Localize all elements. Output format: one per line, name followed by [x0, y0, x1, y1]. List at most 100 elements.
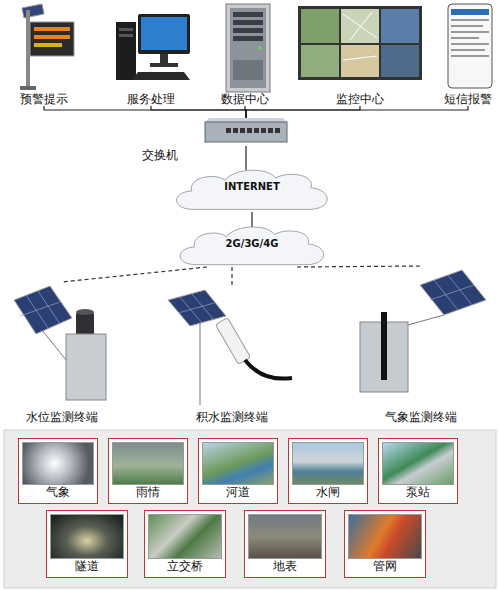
network-link	[251, 212, 252, 227]
weather-sensor-rod	[381, 312, 387, 380]
video-wall	[298, 6, 422, 80]
node-label: 河道	[202, 485, 274, 500]
switch-port	[261, 128, 266, 133]
sign-board	[30, 22, 74, 56]
solar-panel	[14, 286, 72, 334]
switch-port	[268, 128, 273, 133]
probe-cable	[245, 360, 292, 379]
network-link	[231, 267, 232, 288]
server-case	[226, 4, 270, 92]
network-switch	[205, 118, 287, 142]
monitoring-terminal: 水位监测终端	[12, 282, 112, 424]
node-label: 立交桥	[148, 559, 222, 574]
server-slot	[233, 20, 263, 25]
switch-port	[240, 128, 245, 133]
weather-terminal	[360, 270, 486, 392]
sms-line	[451, 55, 489, 57]
wall-frame	[298, 6, 422, 80]
server-vent	[233, 60, 263, 80]
wall-screen	[341, 45, 379, 77]
panel-wire	[404, 315, 444, 326]
wall-screen	[301, 9, 339, 43]
node-label: 预警提示	[5, 92, 83, 106]
equipment-node: 数据中心	[200, 4, 290, 106]
map-road	[343, 12, 377, 60]
phone-body	[448, 4, 492, 88]
server-slot	[233, 28, 263, 33]
network-link	[297, 266, 421, 267]
scene-photo	[248, 514, 322, 559]
switch-port	[254, 128, 259, 133]
scene-photo	[50, 514, 124, 559]
pc-slot	[119, 34, 133, 37]
equipment-node: 预警提示	[5, 4, 83, 106]
node-label: 积水监测终端	[168, 410, 296, 424]
pc-stand	[160, 54, 168, 64]
scene-photo	[382, 442, 454, 485]
sign-pole	[26, 10, 30, 90]
scene-tile: 气象	[18, 438, 98, 504]
scene-photo	[292, 442, 364, 485]
node-label: 气象监测终端	[355, 410, 487, 424]
node-label: 隧道	[50, 559, 124, 574]
network-link	[246, 106, 468, 118]
switch-node: 交换机	[140, 116, 352, 162]
ponding-terminal	[168, 290, 292, 405]
scene-tile: 水闸	[288, 438, 368, 504]
node-label: 雨情	[112, 485, 184, 500]
network-cloud: INTERNET	[168, 164, 336, 218]
sms-line	[451, 43, 489, 45]
network-link	[246, 106, 360, 118]
pc-screen	[141, 17, 187, 50]
node-label: 监控中心	[298, 92, 422, 106]
sms-line	[451, 49, 485, 51]
node-label: 水位监测终端	[12, 410, 112, 424]
sign-line	[34, 43, 62, 47]
sms-line	[451, 25, 483, 27]
server-slot	[233, 36, 263, 41]
switch-port	[275, 128, 280, 133]
water-level-terminal	[14, 286, 106, 400]
scene-tile: 隧道	[46, 510, 128, 578]
sms-line	[451, 37, 479, 39]
scene-tile: 立交桥	[144, 510, 226, 578]
server-front	[230, 8, 266, 88]
warning-sign	[20, 4, 74, 90]
scene-tile: 泵站	[378, 438, 458, 504]
scene-photo	[22, 442, 94, 485]
node-label: 短信报警	[440, 92, 496, 106]
network-link	[44, 106, 246, 118]
equipment-node: 服务处理	[108, 4, 194, 106]
pc-slot	[119, 28, 133, 31]
scene-tile: 河道	[198, 438, 278, 504]
server-led	[258, 46, 262, 50]
switch-port	[247, 128, 252, 133]
phone-header	[451, 9, 489, 15]
node-label: INTERNET	[168, 181, 336, 193]
panel-grid	[20, 291, 60, 328]
scene-photo	[148, 514, 222, 559]
pc-base	[150, 63, 178, 67]
sign-base	[20, 86, 36, 90]
sign-line	[34, 27, 70, 31]
node-label: 泵站	[382, 485, 454, 500]
mount-pole	[200, 322, 201, 405]
node-label: 地表	[248, 559, 322, 574]
node-label: 水闸	[292, 485, 364, 500]
switch-port	[226, 128, 231, 133]
node-label: 管网	[348, 559, 422, 574]
monitoring-terminal: 积水监测终端	[168, 288, 296, 424]
wall-screen	[381, 9, 419, 43]
network-link	[245, 146, 246, 170]
scene-photo	[348, 514, 422, 559]
sign-solar-panel	[22, 4, 44, 18]
scene-photo	[112, 442, 184, 485]
solar-panel	[168, 290, 226, 326]
network-link	[151, 106, 246, 118]
network-link	[62, 267, 207, 282]
wall-screen	[381, 45, 419, 77]
solar-panel	[420, 270, 486, 315]
device-cabinet	[66, 334, 106, 400]
pc-tower	[116, 22, 136, 80]
